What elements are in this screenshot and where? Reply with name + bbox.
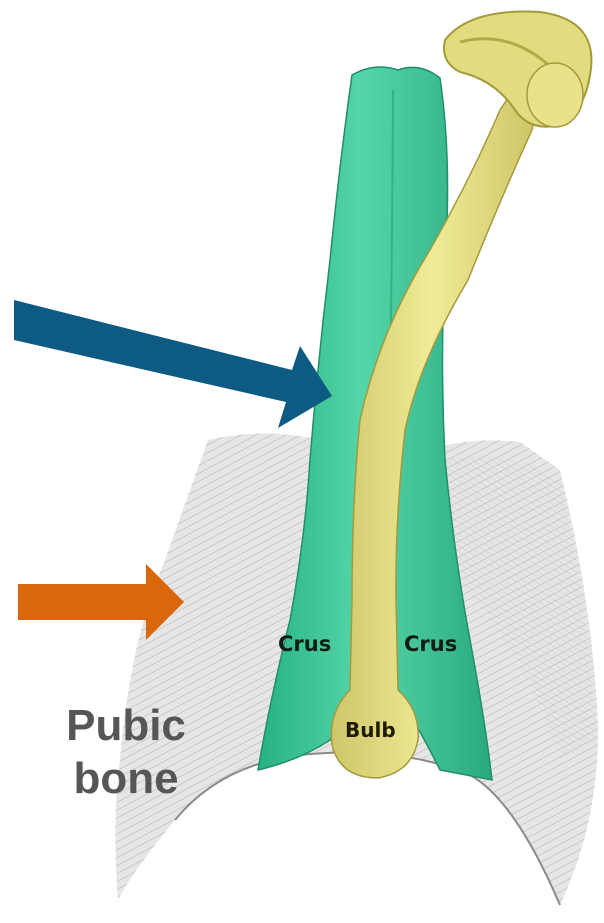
crus-left-label: Crus <box>278 632 331 656</box>
pubic-bone-label-line2: bone <box>36 757 216 801</box>
blue-arrow-icon <box>14 300 332 428</box>
bulb-label: Bulb <box>345 718 396 742</box>
pubic-bone-label-line1: Pubic <box>36 704 216 748</box>
crus-right-label: Crus <box>404 632 457 656</box>
